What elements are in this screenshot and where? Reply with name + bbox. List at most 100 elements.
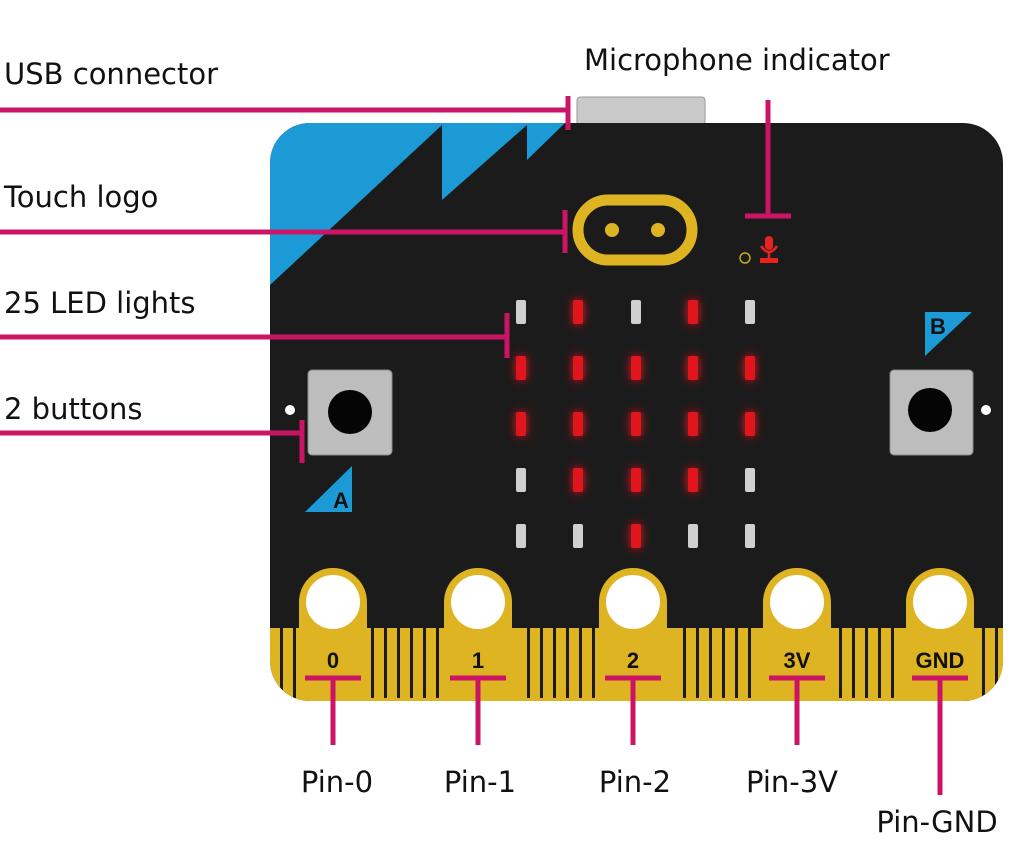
touch-logo (572, 194, 698, 266)
edge-stripe (280, 628, 283, 698)
led-on (573, 468, 583, 492)
edge-stripe (696, 628, 699, 698)
pin-callout-label: Pin-GND (876, 805, 997, 839)
edge-stripe (891, 628, 894, 698)
led-matrix (516, 300, 755, 548)
edge-stripe (436, 628, 439, 698)
pin-callout-label: Pin-0 (301, 765, 373, 799)
edge-stripe (748, 628, 751, 698)
edge-stripe (384, 628, 387, 698)
edge-stripe (397, 628, 400, 698)
touch-callout (0, 210, 568, 253)
edge-stripe (540, 628, 543, 698)
edge-stripe (553, 628, 556, 698)
edge-stripe (878, 628, 881, 698)
pin-pad-2[interactable]: 2 (599, 568, 667, 700)
edge-stripe (735, 628, 738, 698)
svg-text:A: A (333, 488, 349, 513)
buttons-callout (0, 420, 305, 463)
led-on (631, 412, 641, 436)
pin-pad-3V[interactable]: 3V (763, 568, 831, 700)
edge-stripe (683, 628, 686, 698)
led-off (516, 300, 526, 324)
edge-stripe (579, 628, 582, 698)
pin-callout-label: Pin-2 (599, 765, 671, 799)
led-on (631, 356, 641, 380)
callout-lines (0, 96, 791, 463)
pin-callout-label: Pin-3V (746, 765, 838, 799)
edge-stripe (566, 628, 569, 698)
pin-label: GND (916, 648, 965, 673)
mic-label: Microphone indicator (584, 43, 890, 77)
pin-callout-label: Pin-1 (444, 765, 516, 799)
pin-callout-line (305, 675, 361, 745)
pin-callout-line (605, 675, 661, 745)
led-on (573, 300, 583, 324)
pin-label: 3V (784, 648, 811, 673)
edge-stripes (280, 628, 998, 698)
led-off (573, 524, 583, 548)
led-on (688, 356, 698, 380)
edge-stripe (410, 628, 413, 698)
led-on (631, 468, 641, 492)
led-on (573, 412, 583, 436)
pin-label: 0 (327, 648, 339, 673)
usb-callout (0, 96, 571, 130)
led-on (745, 412, 755, 436)
pin-callout-line (450, 675, 506, 745)
led-off (516, 524, 526, 548)
led-on (688, 468, 698, 492)
button-a-dot (285, 405, 295, 415)
edge-stripe (527, 628, 530, 698)
edge-stripe (592, 628, 595, 698)
led-off (745, 468, 755, 492)
led-off (745, 524, 755, 548)
button-a-label: A (305, 466, 352, 513)
pin-pad-0[interactable]: 0 (299, 568, 367, 700)
edge-stripe (423, 628, 426, 698)
edge-stripe (293, 628, 296, 698)
microphone-icon (759, 236, 779, 263)
mic-hole (739, 252, 751, 264)
mic-callout (745, 100, 791, 219)
pin-callout-line (912, 675, 968, 795)
led-on (745, 356, 755, 380)
pin-pad-GND[interactable]: GND (906, 568, 974, 700)
touch-label: Touch logo (3, 180, 158, 214)
edge-stripe (865, 628, 868, 698)
led-off (631, 300, 641, 324)
buttons-label: 2 buttons (4, 392, 142, 426)
pin-label: 2 (627, 648, 639, 673)
usb-label: USB connector (4, 57, 218, 91)
pin-callout-line (769, 675, 825, 745)
edge-stripe (722, 628, 725, 698)
led-off (516, 468, 526, 492)
led-on (631, 524, 641, 548)
usb-connector (576, 96, 706, 128)
pin-label: 1 (472, 648, 484, 673)
led-on (516, 412, 526, 436)
led-on (573, 356, 583, 380)
led-on (516, 356, 526, 380)
edge-stripe (371, 628, 374, 698)
led-on (688, 412, 698, 436)
edge-stripe (995, 628, 998, 698)
led-off (745, 300, 755, 324)
pin-pads: 0 1 2 3V GND (299, 568, 974, 700)
svg-text:B: B (930, 314, 946, 339)
button-b-label: B (925, 312, 972, 356)
led-label: 25 LED lights (4, 286, 196, 320)
pin-pad-1[interactable]: 1 (444, 568, 512, 700)
button-b[interactable] (889, 369, 974, 456)
edge-stripe (839, 628, 842, 698)
button-a[interactable] (307, 369, 393, 456)
led-callout (0, 313, 510, 358)
blue-corner-graphic (270, 123, 575, 285)
edge-stripe (982, 628, 985, 698)
pin-callouts: Pin-0 Pin-1 Pin-2 Pin-3V Pin-GND (301, 675, 998, 839)
led-on (688, 300, 698, 324)
button-b-dot (981, 405, 991, 415)
edge-stripe (852, 628, 855, 698)
edge-stripe (709, 628, 712, 698)
